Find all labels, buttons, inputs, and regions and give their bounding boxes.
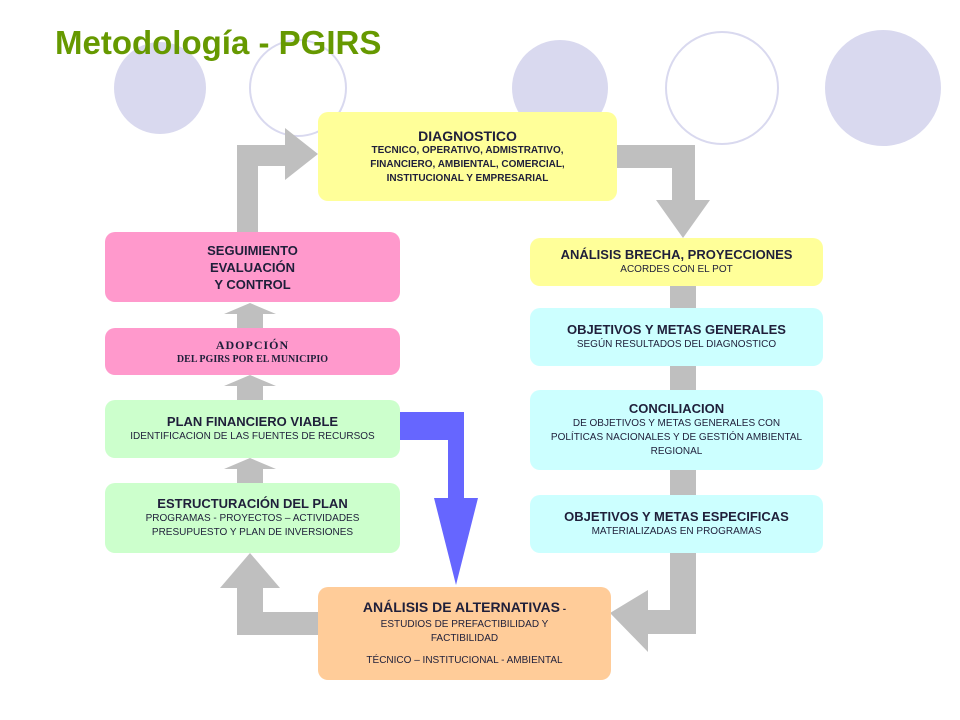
box-objetivos-generales: OBJETIVOS Y METAS GENERALES SEGÚN RESULT… xyxy=(530,308,823,366)
estructuracion-title: ESTRUCTURACIÓN DEL PLAN xyxy=(157,496,348,511)
box-seguimiento: SEGUIMIENTO EVALUACIÓN Y CONTROL xyxy=(105,232,400,302)
arrow-seguimiento-to-diagnostico xyxy=(237,128,318,232)
alternativas-title-line: ANÁLISIS DE ALTERNATIVAS - xyxy=(363,599,566,618)
arrow-plan-to-alternativas xyxy=(400,412,478,585)
box-alternativas: ANÁLISIS DE ALTERNATIVAS - ESTUDIOS DE P… xyxy=(318,587,611,680)
adopcion-subtitle: DEL PGIRS POR EL MUNICIPIO xyxy=(176,353,329,365)
arrow-adopcion-to-seguimiento xyxy=(224,303,276,328)
box-conciliacion: CONCILIACION DE OBJETIVOS Y METAS GENERA… xyxy=(530,390,823,470)
alternativas-subtitle2: TÉCNICO – INSTITUCIONAL - AMBIENTAL xyxy=(366,655,563,666)
box-analisis-brecha: ANÁLISIS BRECHA, PROYECCIONES ACORDES CO… xyxy=(530,238,823,286)
arrow-plan-to-adopcion xyxy=(224,375,276,400)
box-estructuracion: ESTRUCTURACIÓN DEL PLAN PROGRAMAS - PROY… xyxy=(105,483,400,553)
page-title: Metodología - PGIRS xyxy=(55,24,382,61)
estructuracion-subtitle: PROGRAMAS - PROYECTOS – ACTIVIDADES PRES… xyxy=(145,513,360,538)
arrow-alternativas-to-estructuracion xyxy=(220,553,318,635)
plan-financiero-subtitle: IDENTIFICACION DE LAS FUENTES DE RECURSO… xyxy=(130,431,375,442)
diagnostico-title: DIAGNOSTICO xyxy=(418,127,517,144)
seguimiento-title: SEGUIMIENTO EVALUACIÓN Y CONTROL xyxy=(207,242,298,292)
alternativas-subtitle: ESTUDIOS DE PREFACTIBILIDAD Y FACTIBILID… xyxy=(380,619,549,644)
arrow-estructuracion-to-plan xyxy=(224,458,276,483)
adopcion-title: ADOPCIÓN xyxy=(215,337,290,352)
circle-2 xyxy=(249,39,347,137)
plan-financiero-title: PLAN FINANCIERO VIABLE xyxy=(166,414,339,429)
analisis-brecha-subtitle: ACORDES CON EL POT xyxy=(620,264,733,275)
circle-1 xyxy=(114,42,206,134)
box-plan-financiero: PLAN FINANCIERO VIABLE IDENTIFICACION DE… xyxy=(105,400,400,458)
connector-brecha-objetivos xyxy=(670,286,696,308)
diagnostico-subtitle: TECNICO, OPERATIVO, ADMISTRATIVO, FINANC… xyxy=(370,144,565,184)
connector-conciliacion-especificas xyxy=(670,470,696,495)
objetivos-generales-subtitle: SEGÚN RESULTADOS DEL DIAGNOSTICO xyxy=(576,339,777,350)
objetivos-especificas-subtitle: MATERIALIZADAS EN PROGRAMAS xyxy=(591,526,762,537)
alternativas-title-suffix: - xyxy=(559,604,567,615)
box-objetivos-especificas: OBJETIVOS Y METAS ESPECIFICAS MATERIALIZ… xyxy=(530,495,823,553)
circle-4 xyxy=(665,31,779,145)
analisis-brecha-title: ANÁLISIS BRECHA, PROYECCIONES xyxy=(560,247,793,262)
objetivos-generales-title: OBJETIVOS Y METAS GENERALES xyxy=(567,322,786,337)
connector-objetivos-conciliacion xyxy=(670,366,696,390)
alternativas-title: ANÁLISIS DE ALTERNATIVAS xyxy=(362,599,560,615)
arrow-especificas-to-alternativas xyxy=(610,553,696,652)
box-diagnostico: DIAGNOSTICO TECNICO, OPERATIVO, ADMISTRA… xyxy=(318,112,617,201)
box-adopcion: ADOPCIÓN DEL PGIRS POR EL MUNICIPIO xyxy=(105,328,400,375)
objetivos-especificas-title: OBJETIVOS Y METAS ESPECIFICAS xyxy=(564,509,789,524)
arrow-diagnostico-to-brecha xyxy=(617,145,710,238)
circle-5 xyxy=(825,30,941,146)
conciliacion-title: CONCILIACION xyxy=(628,401,725,416)
conciliacion-subtitle: DE OBJETIVOS Y METAS GENERALES CON POLÍT… xyxy=(550,418,803,457)
